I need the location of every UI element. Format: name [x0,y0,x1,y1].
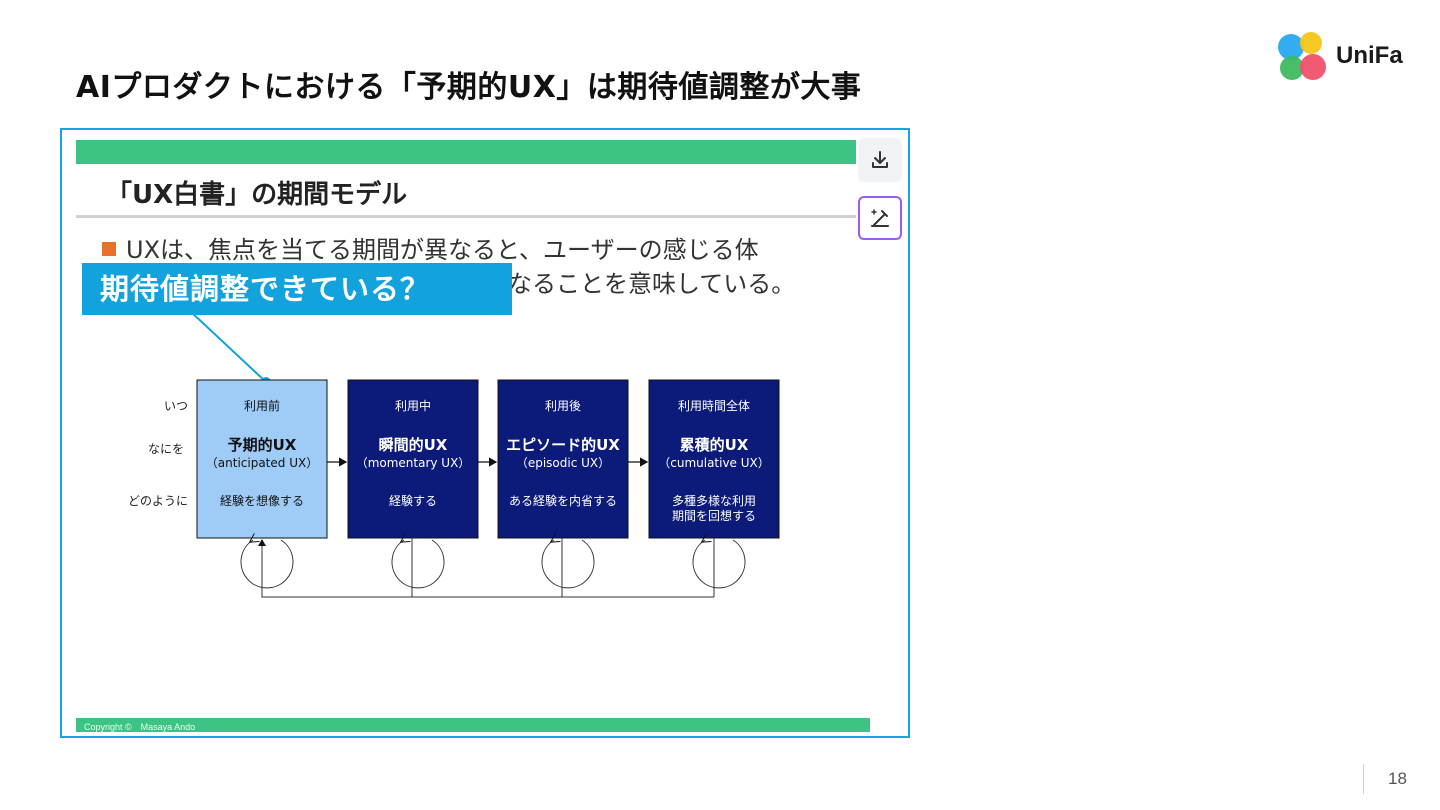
wire-return [258,539,714,598]
stage-box [648,379,780,539]
self-loop-arrow [692,540,746,589]
page-separator [1363,764,1364,794]
stage-when: 利用後 [545,399,581,413]
stage-name: エピソード的UX [506,436,620,454]
download-icon [872,151,888,168]
bullet-line-2: なることを意味している。 [508,270,796,298]
page-number: 18 [1388,769,1407,788]
bullet-line-1: UXは、焦点を当てる期間が異なると、ユーザーの感じる体 [102,230,759,265]
row-label-when: いつ [164,399,188,413]
header-bar [76,140,856,164]
unifa-logo: UniFa [1278,30,1418,86]
magic-pen-icon [871,209,889,227]
bullet-text-1: UXは、焦点を当てる期間が異なると、ユーザーの感じる体 [126,236,759,264]
slide-title: AIプロダクトにおける「予期的UX」は期待値調整が大事 [76,70,862,105]
stage-english: （anticipated UX） [206,456,318,470]
stage-box [196,379,328,539]
row-labels: いつ なにを どのように [128,399,188,508]
stage-name: 瞬間的UX [379,436,448,454]
title-divider [76,215,856,218]
stage-english: （momentary UX） [356,456,471,470]
ai-edit-button[interactable] [858,196,902,240]
self-loop-arrow [240,540,294,589]
stage-name: 累積的UX [680,436,749,454]
stage-when: 利用前 [244,398,280,413]
footer-bar [76,718,870,732]
download-button[interactable] [858,138,902,182]
stage-how-2: 期間を回想する [672,508,756,523]
stage-box [497,379,629,539]
stage-how: ある経験を内省する [509,493,617,508]
bullet-square-icon [102,242,116,256]
stage-english: （cumulative UX） [658,456,770,470]
stage-how: 多種多様な利用 [672,494,756,508]
logo-text: UniFa [1336,42,1403,69]
stage-how: 経験を想像する [220,493,304,508]
logo-dot-yellow [1300,32,1322,54]
callout-pointer-line [189,310,267,383]
callout-box: 期待値調整できている？ [82,263,512,315]
self-loop-arrow [391,540,445,589]
logo-dot-pink [1300,54,1326,80]
stage-english: （episodic UX） [516,456,610,470]
embedded-slide-title: 「UX白書」の期間モデル [106,180,408,210]
logo-dot-blue [1278,34,1304,60]
stage-when: 利用中 [395,398,431,413]
stage-how: 経験する [389,493,437,508]
feedback-wires [258,538,715,598]
self-loop-arrow [541,540,595,589]
stage-name: 予期的UX [228,436,297,454]
copyright-text: Copyright © Masaya Ando [84,722,196,732]
stage-box [347,379,479,539]
stage-when: 利用時間全体 [678,398,750,413]
row-label-what: なにを [148,442,184,456]
row-label-how: どのように [128,494,188,508]
